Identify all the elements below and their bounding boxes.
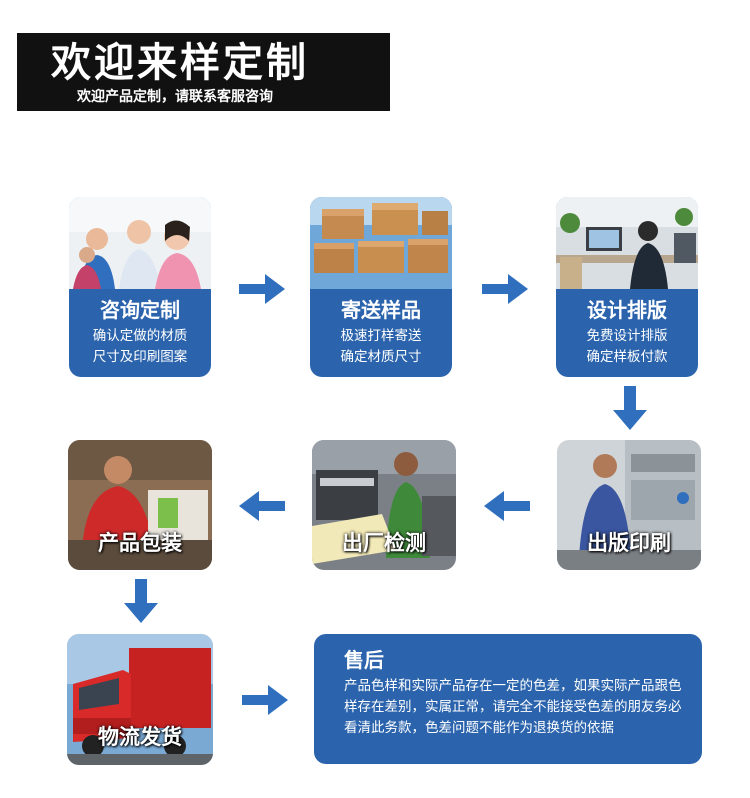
arrow-down-icon	[613, 386, 647, 430]
step-card-consult: 咨询定制 确认定做的材质 尺寸及印刷图案	[69, 197, 211, 377]
arrow-right-icon	[482, 274, 528, 304]
step-desc: 极速打样寄送 确定材质尺寸	[340, 328, 422, 365]
office-design-photo	[556, 197, 698, 289]
step-desc: 免费设计排版 确定样板付款	[586, 328, 668, 365]
tile-caption: 物流发货	[98, 725, 182, 749]
step-desc: 确认定做的材质 尺寸及印刷图案	[92, 328, 188, 365]
arrow-down-icon	[124, 579, 158, 623]
tile-shipping: 物流发货	[67, 634, 213, 765]
inspection-photo	[312, 440, 456, 570]
after-sale-title: 售后	[344, 648, 384, 672]
tile-caption: 出版印刷	[587, 531, 671, 555]
customer-service-photo	[69, 197, 211, 289]
step-card-design: 设计排版 免费设计排版 确定样板付款	[556, 197, 698, 377]
step-card-samples: 寄送样品 极速打样寄送 确定材质尺寸	[310, 197, 452, 377]
tile-caption: 产品包装	[98, 531, 182, 555]
arrow-right-icon	[239, 274, 285, 304]
red-truck-photo	[67, 634, 213, 765]
packaging-photo	[68, 440, 212, 570]
printing-photo	[557, 440, 701, 570]
tile-packaging: 产品包装	[68, 440, 212, 570]
step-label: 咨询定制	[100, 298, 180, 322]
tile-caption: 出厂检测	[342, 531, 426, 555]
after-sale-text: 产品色样和实际产品存在一定的色差，如果实际产品跟色样存在差别，实属正常，请完全不…	[344, 678, 682, 736]
step-label: 寄送样品	[341, 298, 421, 322]
tile-inspection: 出厂检测	[312, 440, 456, 570]
after-sale-panel: 售后 产品色样和实际产品存在一定的色差，如果实际产品跟色样存在差别，实属正常，请…	[314, 634, 702, 764]
header-banner: 欢迎来样定制 欢迎产品定制，请联系客服咨询	[17, 33, 390, 111]
tile-printing: 出版印刷	[557, 440, 701, 570]
arrow-left-icon	[484, 491, 530, 521]
step-label: 设计排版	[587, 298, 667, 322]
cardboard-boxes-photo	[310, 197, 452, 289]
page-title: 欢迎来样定制	[51, 40, 309, 86]
arrow-right-icon	[242, 685, 288, 715]
page-subtitle: 欢迎产品定制，请联系客服咨询	[77, 89, 273, 105]
arrow-left-icon	[239, 491, 285, 521]
